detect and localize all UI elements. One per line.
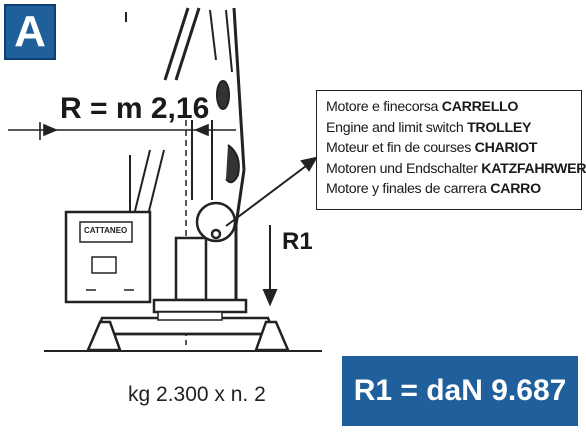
counterweight-logo: CATTANEO [84, 226, 128, 235]
dimension-line [8, 122, 236, 140]
chassis [86, 311, 290, 352]
trolley-hook [216, 80, 240, 184]
result-box: R1 = daN 9.687 [342, 356, 578, 426]
section-letter: A [14, 7, 46, 56]
counterweight-weight: kg 2.300 x n. 2 [128, 383, 266, 406]
callout-line-it: Motore e finecorsa CARRELLO [326, 99, 519, 115]
counterweight-block [64, 210, 152, 304]
result-value: R1 = daN 9.687 [353, 374, 567, 407]
jib-structure [125, 7, 246, 300]
load-arrow [262, 225, 278, 307]
section-badge: A [4, 4, 56, 60]
callout-line-de: Motoren und Endschalter KATZFAHRWERK [326, 160, 586, 177]
load-label: R1 [282, 228, 313, 255]
callout-leader [225, 156, 319, 227]
trolley-callout: Motore e finecorsa CARRELLO Engine and l… [316, 90, 586, 210]
callout-line-fr: Moteur et fin de courses CHARIOT [326, 140, 538, 156]
callout-line-en: Engine and limit switch TROLLEY [326, 119, 532, 136]
callout-line-es: Motore y finales de carrera CARRO [326, 181, 541, 197]
dimension-label: R = m 2,16 [60, 92, 210, 125]
mast-base [152, 201, 248, 314]
